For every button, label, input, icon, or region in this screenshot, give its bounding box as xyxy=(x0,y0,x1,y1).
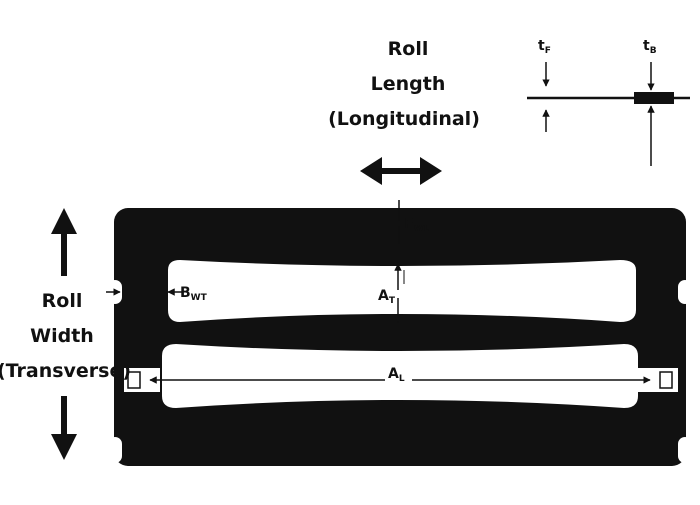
al-label: AL xyxy=(388,366,405,384)
roll-width-line2: Width xyxy=(30,325,94,347)
fwl-label: FWL xyxy=(404,216,430,234)
transverse-arrow-down xyxy=(51,396,77,460)
longitudinal-double-arrow xyxy=(360,157,442,185)
at-dimension xyxy=(394,263,405,323)
roll-width-line3: (Transverse) xyxy=(0,360,131,382)
geogrid-outline xyxy=(114,208,686,466)
roll-length-line1: Roll xyxy=(388,38,429,60)
roll-length-line2: Length xyxy=(371,73,446,95)
left-notch-bottom xyxy=(108,437,122,463)
tb-label: tB xyxy=(643,38,657,56)
geogrid-structure xyxy=(108,208,692,466)
bwt-label: BWT xyxy=(180,285,208,303)
tf-label: tF xyxy=(538,38,551,56)
aperture-top xyxy=(168,260,636,322)
aperture-bottom xyxy=(162,344,638,408)
at-label: AT xyxy=(378,288,396,306)
roll-width-line1: Roll xyxy=(42,290,83,312)
thickness-legend xyxy=(527,62,690,166)
right-notch-top xyxy=(678,280,692,304)
transverse-arrow-up xyxy=(51,208,77,276)
right-notch-bottom xyxy=(678,437,692,463)
roll-length-line3: (Longitudinal) xyxy=(328,108,480,130)
